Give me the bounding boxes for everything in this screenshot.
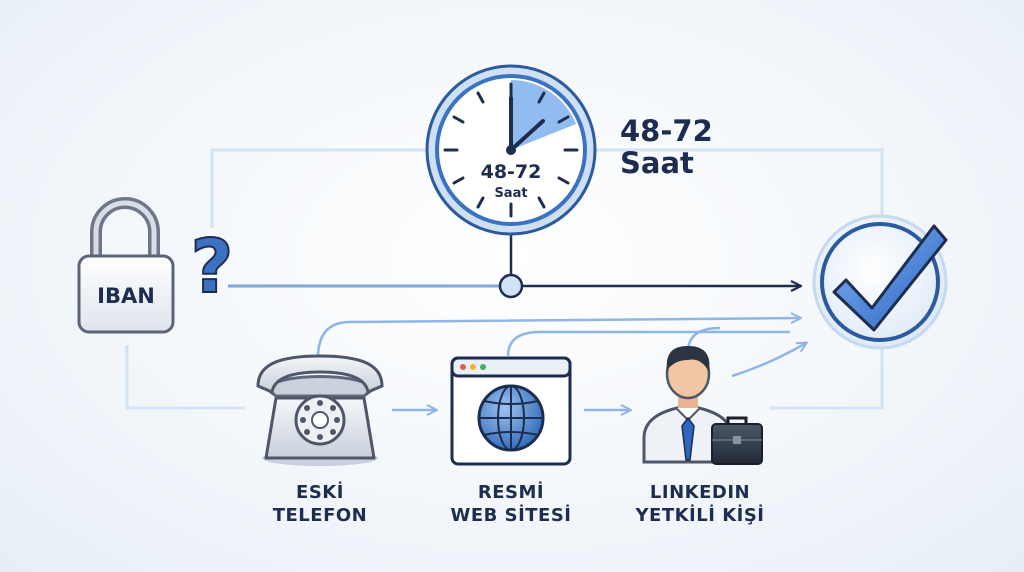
time-range: 48-72 <box>620 114 713 148</box>
checkmark-icon <box>812 214 948 350</box>
step-label-line1: RESMİ <box>477 482 545 503</box>
question-icon: ? <box>191 224 234 310</box>
step-label-linkedin: LINKEDIN YETKİLİ KİŞİ <box>610 482 790 527</box>
alt-paths <box>316 318 806 410</box>
step-label-line2: YETKİLİ KİŞİ <box>635 504 765 526</box>
step-label-line2: TELEFON <box>272 504 368 526</box>
clock-icon: 48-72 Saat <box>425 64 597 236</box>
lock-text: IBAN <box>97 284 155 308</box>
website-globe-icon <box>450 356 572 466</box>
step-label-line1: LINKEDIN <box>649 482 751 503</box>
step-label-phone: ESKİ TELEFON <box>240 482 400 527</box>
step-label-line2: WEB SİTESİ <box>450 504 572 526</box>
clock-unit-text: Saat <box>494 186 527 201</box>
clock-range-text: 48-72 <box>481 161 542 183</box>
timeline-node <box>498 273 524 299</box>
business-person-icon <box>642 346 763 465</box>
step-label-website: RESMİ WEB SİTESİ <box>421 482 601 527</box>
time-unit: Saat <box>620 145 694 180</box>
padlock-icon: IBAN <box>77 197 175 334</box>
frame-lines <box>125 148 884 410</box>
time-estimate-label: 48-72 Saat <box>620 114 713 180</box>
rotary-phone-icon <box>256 354 384 466</box>
step-label-line1: ESKİ <box>296 482 344 503</box>
